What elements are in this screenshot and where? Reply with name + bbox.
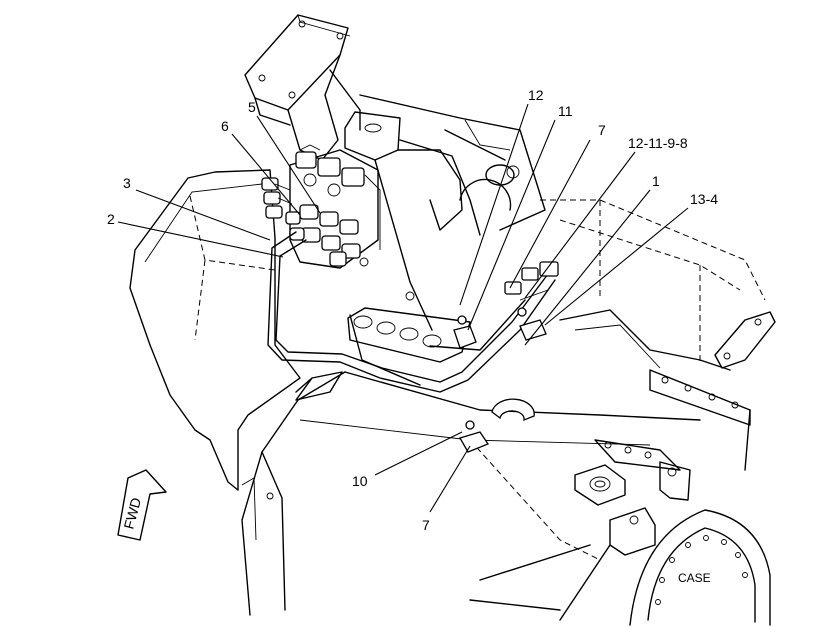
right-fender-structure [540,199,776,371]
callout-6: 6 [221,118,229,134]
callout-13-4: 13-4 [690,191,718,207]
fwd-label: FWD [120,496,144,531]
clip-and-fittings [453,261,559,453]
forward-direction-arrow: FWD [117,469,167,541]
callout-11: 11 [558,103,573,119]
front-frame-structure [241,371,701,616]
left-fender-panel [129,169,301,541]
callout-2: 2 [107,211,115,227]
callout-7-lower: 7 [422,517,430,533]
hydraulic-lines [267,231,556,393]
callout-labels: 12 11 7 12-11-9-8 1 13-4 5 6 3 2 10 7 CA… [107,87,718,585]
rear-frame-rail [559,369,751,621]
callout-7-upper: 7 [598,122,606,138]
callout-3: 3 [123,175,131,191]
callout-10: 10 [352,473,368,489]
case-housing [629,509,771,626]
case-label: CASE [678,571,711,585]
control-valve-bank [261,144,415,301]
cab-tower [344,94,546,331]
callout-5: 5 [248,99,256,115]
mounting-bracket [244,14,361,161]
callout-12-11-9-8: 12-11-9-8 [628,135,688,151]
mounting-plate [347,307,471,363]
callout-12: 12 [528,87,544,103]
leader-lines [117,103,689,513]
callout-1: 1 [652,173,660,189]
